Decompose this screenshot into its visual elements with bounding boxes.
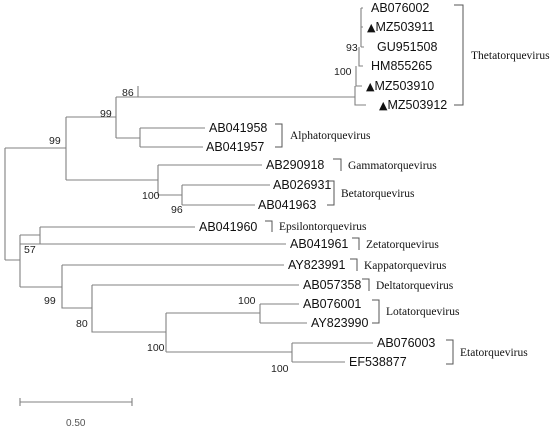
- branch-theta-inner: [360, 7, 364, 48]
- bootstrap-value: 99: [100, 108, 112, 120]
- bracket-beta: [327, 180, 335, 206]
- tip-label: AB026931: [273, 178, 331, 192]
- tip-label: AB041961: [290, 237, 348, 251]
- tip-label: HM855265: [371, 59, 432, 73]
- bracket-epsilon: [265, 220, 273, 232]
- branch-root: [4, 147, 66, 261]
- scale-bar-line: [19, 398, 133, 406]
- bootstrap-value: 86: [122, 87, 134, 99]
- bootstrap-value: 80: [76, 318, 88, 330]
- bootstrap-value: 99: [49, 135, 61, 147]
- genus-label-lota: Lotatorquevirus: [386, 306, 460, 318]
- tip-label: AY823990: [311, 316, 369, 330]
- bracket-alpha: [275, 123, 283, 148]
- tip-label: AB290918: [266, 158, 324, 172]
- branch-lower-clade: [19, 234, 62, 288]
- branch-alpha-stem: [115, 96, 140, 139]
- bootstrap-value: 96: [171, 204, 183, 216]
- tip-label: AB041958: [209, 121, 267, 135]
- tip-label: AB076002: [371, 1, 429, 15]
- tip-label: ▲MZ503912: [379, 98, 447, 112]
- bootstrap-value: 100: [142, 190, 160, 202]
- bootstrap-value: 100: [334, 66, 352, 78]
- genus-label-alpha: Alphatorquevirus: [290, 130, 371, 142]
- bootstrap-value: 93: [346, 42, 358, 54]
- triangle-marker-icon: ▲: [379, 99, 388, 112]
- tip-label: AB041960: [199, 220, 257, 234]
- tip-label: AY823991: [288, 258, 346, 272]
- tree-branches: [4, 7, 373, 363]
- tip-label: AB057358: [303, 278, 361, 292]
- tip-label: AB041957: [206, 140, 264, 154]
- branch-kappa-rest: [61, 265, 92, 309]
- branch-theta-stem: [137, 86, 355, 98]
- tip-label: ▲MZ503911: [367, 20, 434, 34]
- scale-bar: 0.50: [19, 398, 133, 429]
- bracket-theta: [454, 4, 464, 106]
- genus-labels: Thetatorquevirus Alphatorquevirus Gammat…: [279, 50, 550, 359]
- bootstrap-value: 100: [147, 342, 165, 354]
- branch-beta: [181, 184, 270, 206]
- genus-label-delta: Deltatorquevirus: [376, 280, 454, 292]
- tip-label: EF538877: [349, 355, 407, 369]
- triangle-marker-icon: ▲: [367, 21, 376, 34]
- genus-label-kappa: Kappatorquevirus: [364, 260, 447, 272]
- genus-label-epsilon: Epsilontorquevirus: [279, 221, 367, 233]
- bracket-zeta: [352, 237, 360, 250]
- branch-lota: [259, 303, 307, 324]
- genus-label-gamma: Gammatorquevirus: [348, 160, 437, 172]
- bootstrap-value: 100: [238, 295, 256, 307]
- genus-label-eta: Etatorquevirus: [460, 347, 528, 359]
- branch-theta-mz503910: [355, 66, 362, 87]
- bootstrap-value: 57: [24, 244, 36, 256]
- bracket-gamma: [333, 158, 342, 171]
- tip-labels: AB076002 ▲MZ503911 GU951508 HM855265 ▲MZ…: [199, 1, 447, 369]
- genus-label-beta: Betatorquevirus: [341, 188, 415, 200]
- bracket-eta: [446, 339, 454, 365]
- branch-theta-hm: [358, 47, 363, 67]
- scale-bar-label: 0.50: [66, 418, 86, 429]
- bootstrap-values: 93 100 86 99 99 100 96 57 99 80 100 100 …: [24, 42, 358, 375]
- branch-gamma-beta: [157, 165, 182, 196]
- tip-label: AB076003: [377, 336, 435, 350]
- bracket-kappa: [350, 258, 358, 271]
- tip-label: GU951508: [377, 40, 438, 54]
- tip-label: ▲MZ503910: [366, 79, 434, 93]
- branch-alpha: [139, 127, 205, 148]
- branch-upper-clade: [65, 116, 158, 181]
- bracket-lota: [372, 299, 380, 324]
- triangle-marker-icon: ▲: [366, 80, 375, 93]
- bootstrap-value: 100: [271, 363, 289, 375]
- bracket-delta: [362, 278, 370, 291]
- tip-label: AB076001: [303, 297, 361, 311]
- bootstrap-value: 99: [44, 295, 56, 307]
- tip-label: AB041963: [258, 198, 316, 212]
- genus-label-theta: Thetatorquevirus: [471, 50, 550, 62]
- genus-brackets: [265, 4, 464, 365]
- branch-theta-mz503912: [354, 86, 366, 106]
- branch-delta-lota-eta: [91, 285, 166, 333]
- genus-label-zeta: Zetatorquevirus: [366, 239, 439, 251]
